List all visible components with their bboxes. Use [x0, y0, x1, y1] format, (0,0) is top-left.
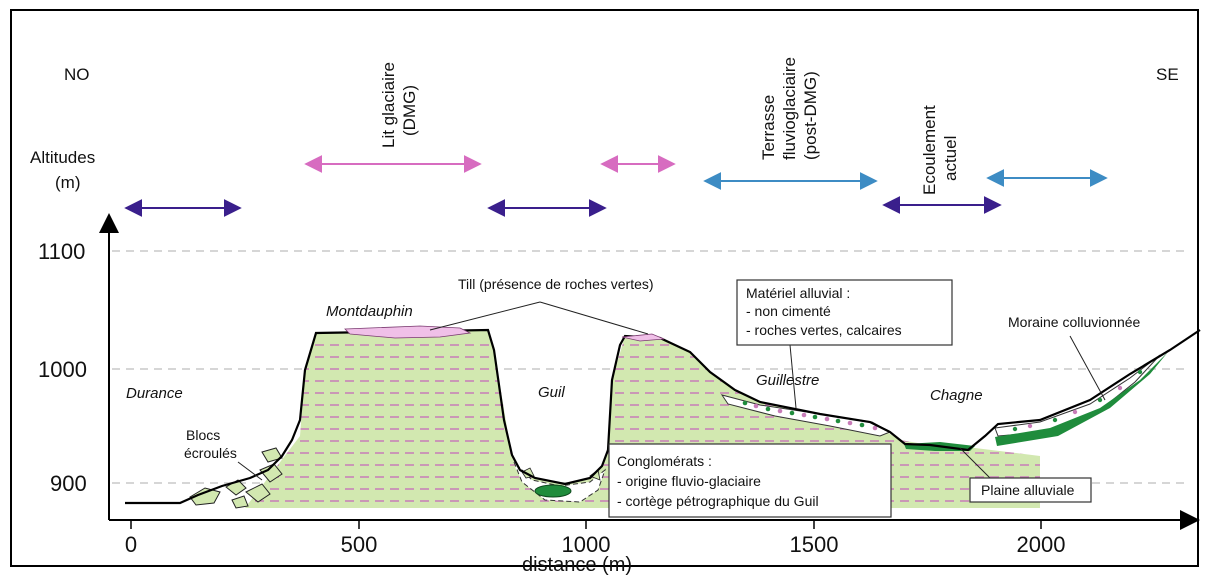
conglomerats-box [608, 443, 892, 518]
label-lit-glaciaire: Lit glaciaire (DMG) [379, 62, 419, 148]
moraine-colluvionnee [994, 352, 1168, 446]
place-durance: Durance [126, 385, 183, 402]
till-guillestre [621, 333, 665, 342]
topographic-profile [125, 328, 1201, 505]
place-guillestre: Guillestre [756, 372, 819, 389]
xtick-1000: 1000 [562, 532, 611, 557]
yaxis-title-line2: (m) [55, 173, 80, 192]
yaxis-title-line1: Altitudes [30, 148, 95, 167]
materiel-line2: - non cimenté [746, 303, 831, 319]
place-guil: Guil [538, 384, 565, 401]
frame-border [10, 9, 1199, 567]
svg-text:fluvioglaciaire: fluvioglaciaire [780, 57, 799, 160]
place-chagne: Chagne [930, 387, 983, 404]
materiel-line3: - roches vertes, calcaires [746, 322, 902, 338]
svg-text:(DMG): (DMG) [400, 85, 419, 136]
alluvial-band [720, 394, 892, 437]
svg-text:Terrasse: Terrasse [759, 95, 778, 160]
blocs-label-line1: Blocs [186, 427, 220, 443]
place-montdauphin: Montdauphin [326, 303, 413, 320]
svg-text:(post-DMG): (post-DMG) [801, 71, 820, 160]
ytick-1000: 1000 [38, 357, 87, 382]
range-arrows [124, 155, 1108, 217]
svg-text:Ecoulement: Ecoulement [920, 105, 939, 195]
direction-left-label: NO [64, 65, 90, 84]
till-label: Till (présence de roches vertes) [458, 276, 654, 292]
moraine-label: Moraine colluvionnée [1008, 314, 1141, 330]
direction-right-label: SE [1156, 65, 1179, 84]
svg-text:Lit glaciaire: Lit glaciaire [379, 62, 398, 148]
xtick-1500: 1500 [790, 532, 839, 557]
label-ecoulement: Ecoulement actuel [920, 105, 960, 195]
materiel-line1: Matériel alluvial : [746, 285, 850, 301]
label-terrasse: Terrasse fluvioglaciaire (post-DMG) [759, 57, 820, 160]
xtick-2000: 2000 [1017, 532, 1066, 557]
xtick-0: 0 [125, 532, 137, 557]
xaxis-title: distance (m) [522, 554, 632, 576]
conglomerats-line1: Conglomérats : [617, 453, 712, 469]
x-axis-ticks [130, 520, 1042, 529]
blocs-label-line2: écroulés [184, 445, 237, 461]
plaine-box [969, 477, 1092, 503]
xtick-500: 500 [341, 532, 378, 557]
plaine-label: Plaine alluviale [981, 482, 1075, 498]
materiel-box [736, 279, 953, 346]
svg-text:actuel: actuel [941, 136, 960, 181]
ytick-900: 900 [50, 471, 87, 496]
till-montdauphin [344, 325, 472, 339]
conglomerats-line2: - origine fluvio-glaciaire [617, 473, 761, 489]
conglomerats-line3: - cortège pétrographique du Guil [617, 493, 819, 509]
ytick-1100: 1100 [38, 239, 85, 264]
leader-lines [237, 301, 1106, 481]
fallen-blocks [189, 447, 283, 509]
